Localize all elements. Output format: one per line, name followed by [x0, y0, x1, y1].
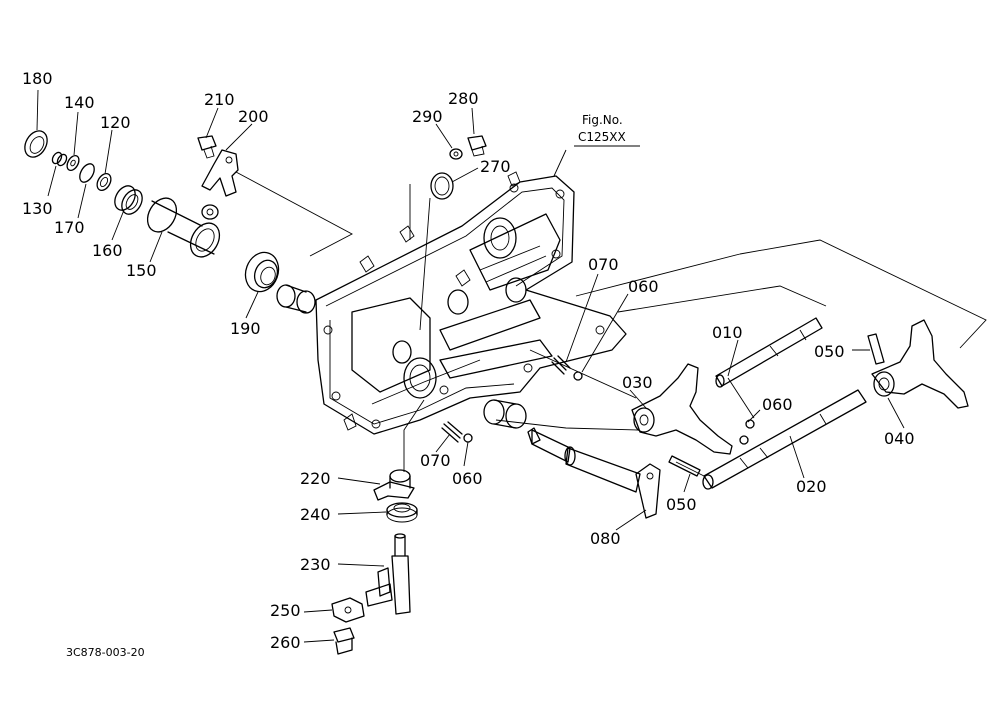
part-210-bolt: [197, 135, 217, 159]
callout-190: 190: [230, 319, 261, 338]
callout-070-upper: 070: [588, 255, 619, 274]
part-140-washer: [66, 154, 80, 172]
callout-240: 240: [300, 505, 331, 524]
callout-200: 200: [238, 107, 269, 126]
drawing-code: 3C878-003-20: [66, 646, 145, 659]
part-020-shaft: [702, 389, 867, 490]
part-250-plate: [331, 597, 365, 623]
part-120-washer: [96, 172, 112, 192]
part-180-seal: [24, 130, 48, 158]
callout-labels: 180 140 120 130 170 160 150 210 200 190 …: [22, 69, 915, 652]
figure-number-value: C125XX: [578, 130, 626, 144]
callout-060-right: 060: [762, 395, 793, 414]
callout-130: 130: [22, 199, 53, 218]
callout-210: 210: [204, 90, 235, 109]
callout-230: 230: [300, 555, 331, 574]
part-240-washer: [386, 502, 418, 523]
callout-270: 270: [480, 157, 511, 176]
part-030-shift-fork: [631, 363, 733, 455]
part-200-shift-arm: [201, 149, 239, 197]
part-130-nut: [51, 151, 68, 167]
part-040-shift-fork: [871, 319, 969, 409]
assembly-lines: [235, 149, 987, 477]
figure-label: Fig.No.: [582, 113, 623, 127]
callout-030: 030: [622, 373, 653, 392]
bushing-upper: [276, 284, 316, 314]
callout-050-lower: 050: [666, 495, 697, 514]
callout-060-upper: 060: [628, 277, 659, 296]
part-290-washer: [449, 148, 463, 160]
part-170-circlip: [79, 163, 95, 183]
callout-060-lower: 060: [452, 469, 483, 488]
callout-140: 140: [64, 93, 95, 112]
part-220-arm: [373, 469, 415, 501]
callout-040: 040: [884, 429, 915, 448]
part-280-plug: [467, 135, 487, 157]
part-050-pin-upper: [867, 333, 885, 365]
bushing-lower: [483, 399, 527, 429]
part-150-sleeve: [146, 197, 221, 258]
part-060-ball-right: [739, 419, 755, 445]
part-230-shaft: [365, 533, 411, 615]
transmission-case: [315, 171, 627, 435]
part-270-seal: [430, 172, 454, 200]
callout-leaders: [36, 89, 905, 643]
part-070-spring-lower: [441, 421, 463, 443]
callout-180: 180: [22, 69, 53, 88]
callout-120: 120: [100, 113, 131, 132]
callout-080: 080: [590, 529, 621, 548]
part-010-shaft: [715, 317, 823, 388]
callout-050-upper: 050: [814, 342, 845, 361]
part-160-bearing: [114, 185, 143, 215]
figure-number: Fig.No. C125XX: [574, 113, 640, 147]
callout-260: 260: [270, 633, 301, 652]
callout-170: 170: [54, 218, 85, 237]
callout-010: 010: [712, 323, 743, 342]
part-060-ball-lower: [463, 433, 473, 443]
part-190-oil-seal: [244, 251, 280, 293]
callout-280: 280: [448, 89, 479, 108]
callout-290: 290: [412, 107, 443, 126]
part-050-pin-lower: [668, 455, 701, 477]
callout-250: 250: [270, 601, 301, 620]
part-080-shift-shaft: [527, 427, 661, 519]
callout-150: 150: [126, 261, 157, 280]
callout-020: 020: [796, 477, 827, 496]
callout-160: 160: [92, 241, 123, 260]
callout-070-lower: 070: [420, 451, 451, 470]
callout-220: 220: [300, 469, 331, 488]
part-260-bolt: [333, 627, 355, 655]
